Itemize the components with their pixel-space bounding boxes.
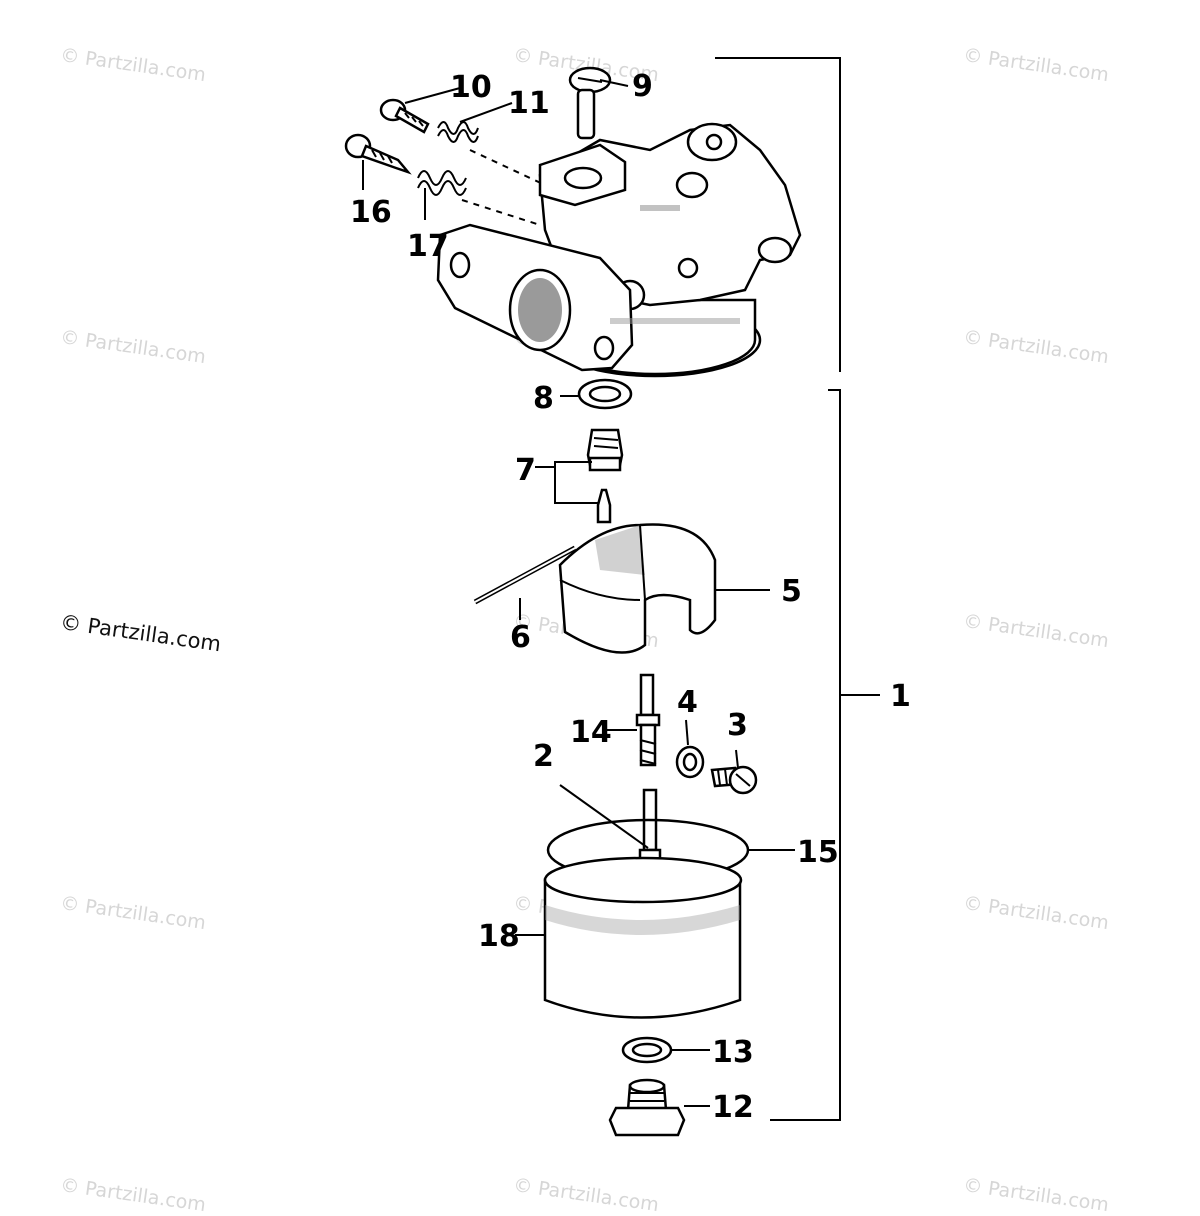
part-18-float-bowl <box>543 856 743 1019</box>
part-10-screw <box>379 98 430 134</box>
callout-8: 8 <box>533 381 554 416</box>
callout-6: 6 <box>510 620 531 655</box>
callout-16: 16 <box>350 195 392 230</box>
callout-7: 7 <box>515 453 536 488</box>
callout-9: 9 <box>632 69 653 104</box>
part-12-bowl-nut <box>608 1078 686 1137</box>
part-7-needle-seat <box>586 428 624 524</box>
part-14-main-jet <box>635 673 661 767</box>
part-4-washer <box>675 745 705 779</box>
callout-3: 3 <box>727 708 748 743</box>
part-8-washer <box>577 378 633 410</box>
callout-11: 11 <box>508 86 550 121</box>
assembly-bracket <box>715 57 880 1121</box>
part-16-screw <box>344 133 412 175</box>
part-17-spring <box>417 170 467 196</box>
part-2-tube <box>638 788 662 867</box>
part-6-float-pin <box>473 545 577 605</box>
callout-14: 14 <box>570 715 612 750</box>
callout-2: 2 <box>533 739 554 774</box>
part-3-screw <box>710 765 758 795</box>
callout-15: 15 <box>797 835 839 870</box>
callout-4: 4 <box>677 685 698 720</box>
callout-10: 10 <box>450 70 492 105</box>
leader-lines <box>362 79 795 1107</box>
part-5-float <box>558 523 717 654</box>
callout-13: 13 <box>712 1035 754 1070</box>
callout-1: 1 <box>890 679 911 714</box>
callout-12: 12 <box>712 1090 754 1125</box>
callout-18: 18 <box>478 919 520 954</box>
part-11-spring <box>437 121 479 143</box>
callout-17: 17 <box>407 229 449 264</box>
carburetor-body <box>436 122 802 378</box>
part-13-washer <box>621 1036 673 1064</box>
part-9-screw <box>568 66 612 140</box>
callout-5: 5 <box>781 574 802 609</box>
